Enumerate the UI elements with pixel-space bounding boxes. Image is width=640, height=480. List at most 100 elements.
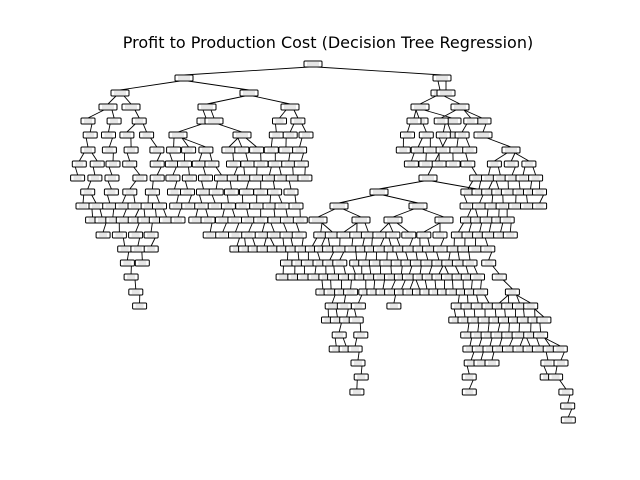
tree-node [215, 231, 231, 239]
tree-node [80, 146, 96, 154]
tree-edge [484, 294, 490, 304]
tree-edge [342, 208, 362, 218]
tree-edge [108, 166, 113, 176]
tree-node [532, 188, 547, 196]
tree-edge [333, 265, 336, 275]
tree-edge [407, 123, 411, 133]
tree-edge [228, 137, 239, 148]
tree-edge [480, 351, 484, 361]
tree-edge [436, 251, 440, 261]
tree-edge [487, 322, 490, 333]
tree-node [418, 131, 434, 139]
tree-node [263, 146, 279, 154]
tree-node [240, 160, 256, 168]
tree-edge [135, 222, 140, 233]
tree-node [462, 146, 478, 154]
tree-node [119, 131, 135, 139]
tree-edge [479, 194, 484, 204]
tree-node [194, 202, 210, 210]
tree-node [548, 373, 564, 381]
tree-node [235, 202, 251, 210]
tree-edge [448, 251, 451, 261]
tree-edge [423, 109, 453, 119]
tree-edge [392, 208, 415, 218]
tree-node [552, 345, 568, 353]
tree-edge [270, 222, 275, 233]
tree-node [460, 160, 476, 168]
tree-node [82, 131, 98, 139]
tree-edge [275, 123, 277, 133]
tree-node [298, 131, 314, 139]
tree-edge [283, 222, 288, 233]
tree-node [149, 146, 165, 154]
tree-edge [488, 222, 492, 233]
tree-edge [222, 208, 225, 218]
tree-edge [269, 237, 275, 247]
tree-node [95, 231, 111, 239]
tree-edge [447, 123, 452, 133]
tree-edge [456, 137, 459, 148]
tree-node [353, 331, 369, 339]
tree-edge [498, 294, 509, 304]
tree-edge [338, 194, 376, 204]
tree-edge [382, 279, 386, 290]
tree-node [297, 174, 313, 182]
tree-edge [155, 194, 160, 204]
tree-node [181, 146, 197, 154]
tree-edge [317, 208, 336, 218]
tree-node [237, 174, 253, 182]
tree-edge [122, 237, 126, 247]
tree-edge [423, 222, 441, 233]
tree-node [89, 160, 105, 168]
tree-node [422, 146, 438, 154]
tree-node [433, 245, 449, 253]
tree-edge [181, 137, 207, 148]
tree-edge [486, 137, 512, 148]
tree-edge [530, 180, 533, 190]
tree-edge [111, 109, 115, 119]
tree-node [71, 160, 87, 168]
tree-node [408, 202, 428, 210]
tree-edge [388, 222, 394, 233]
tree-node [540, 359, 556, 367]
tree-node [418, 174, 438, 182]
tree-edge [504, 308, 506, 318]
tree-edge [329, 251, 335, 261]
tree-edge [461, 123, 468, 133]
tree-edge [107, 180, 112, 190]
tree-node [491, 273, 507, 281]
tree-edge [408, 265, 413, 275]
tree-edge [137, 237, 141, 247]
tree-edge [232, 152, 234, 162]
tree-edge [188, 166, 190, 176]
tree-node [234, 146, 250, 154]
tree-edge [497, 322, 501, 333]
tree-edge [108, 123, 111, 133]
tree-edge [119, 80, 181, 91]
tree-node [239, 89, 259, 97]
tree-edge [129, 180, 137, 190]
tree-edge [471, 166, 478, 176]
tree-edge [510, 152, 516, 162]
tree-edge [244, 237, 247, 247]
tree-edge [465, 265, 469, 275]
tree-node [484, 359, 500, 367]
tree-node [197, 103, 217, 111]
figure-title: Profit to Production Cost (Decision Tree… [122, 33, 534, 52]
tree-edge [352, 265, 356, 275]
tree-node [349, 388, 365, 396]
tree-edge [134, 208, 140, 218]
tree-edge [478, 337, 483, 347]
tree-edge [354, 337, 358, 347]
tree-edge [278, 194, 283, 204]
tree-edge [183, 66, 310, 76]
tree-node [267, 160, 283, 168]
tree-edge [419, 265, 422, 275]
tree-node [128, 231, 144, 239]
tree-node [215, 216, 230, 224]
tree-edge [126, 152, 131, 162]
tree-node [143, 231, 159, 239]
tree-edge [523, 308, 525, 318]
tree-node [347, 345, 363, 353]
tree-edge [235, 222, 240, 233]
